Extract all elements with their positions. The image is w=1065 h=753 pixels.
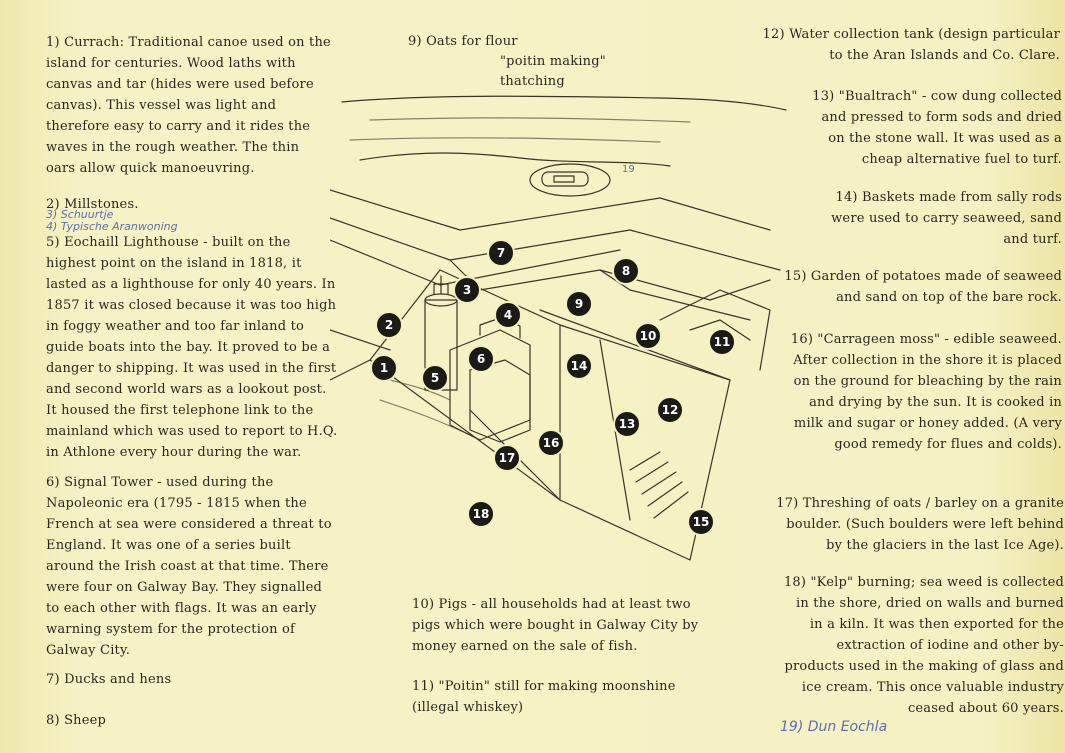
- note-9-oats: 9) Oats for flour: [408, 34, 518, 49]
- marker-14: 14: [565, 352, 593, 380]
- marker-16: 16: [537, 429, 565, 457]
- marker-10: 10: [634, 322, 662, 350]
- note-9-line-3: thatching: [500, 74, 565, 89]
- marker-5: 5: [421, 364, 449, 392]
- marker-4: 4: [494, 301, 522, 329]
- handwritten-note-3: 3) Schuurtje: [46, 208, 114, 221]
- note-18-kelp: 18) "Kelp" burning; sea weed is collecte…: [783, 575, 1064, 716]
- marker-6: 6: [467, 345, 495, 373]
- note-14-baskets: 14) Baskets made from sally rods were us…: [831, 190, 1062, 247]
- marker-9: 9: [565, 290, 593, 318]
- map-label-19: 19: [622, 164, 635, 175]
- marker-3: 3: [453, 276, 481, 304]
- note-17-threshing: 17) Threshing of oats / barley on a gran…: [776, 496, 1064, 553]
- note-1-currach: 1) Currach: Traditional canoe used on th…: [46, 35, 331, 176]
- note-15-potato-garden: 15) Garden of potatoes made of seaweed a…: [784, 269, 1062, 305]
- marker-15: 15: [687, 508, 715, 536]
- marker-7: 7: [487, 239, 515, 267]
- note-12-water-tank: 12) Water collection tank (design partic…: [762, 27, 1060, 63]
- note-2-millstones: 2) Millstones.: [46, 197, 139, 212]
- handwritten-note-19: 19) Dun Eochla: [780, 719, 888, 735]
- marker-1: 1: [370, 354, 398, 382]
- marker-8: 8: [612, 257, 640, 285]
- note-9-line-2: "poitin making": [500, 54, 606, 69]
- note-13-bualtrach: 13) "Bualtrach" - cow dung collected and…: [812, 89, 1062, 167]
- handwritten-note-4: 4) Typische Aranwoning: [46, 220, 178, 233]
- note-5-lighthouse: 5) Eochaill Lighthouse - built on the hi…: [46, 235, 338, 460]
- note-6-signal-tower: 6) Signal Tower - used during the Napole…: [46, 475, 332, 658]
- marker-11: 11: [708, 328, 736, 356]
- note-10-pigs: 10) Pigs - all households had at least t…: [412, 597, 699, 654]
- note-11-poitin-still: 11) "Poitin" still for making moonshine …: [412, 679, 676, 715]
- marker-2: 2: [375, 311, 403, 339]
- note-7-ducks: 7) Ducks and hens: [46, 672, 172, 687]
- marker-12: 12: [656, 396, 684, 424]
- marker-17: 17: [493, 444, 521, 472]
- marker-18: 18: [467, 500, 495, 528]
- note-8-sheep: 8) Sheep: [46, 713, 107, 728]
- marker-13: 13: [613, 410, 641, 438]
- note-16-carrageen: 16) "Carrageen moss" - edible seaweed. A…: [790, 332, 1062, 452]
